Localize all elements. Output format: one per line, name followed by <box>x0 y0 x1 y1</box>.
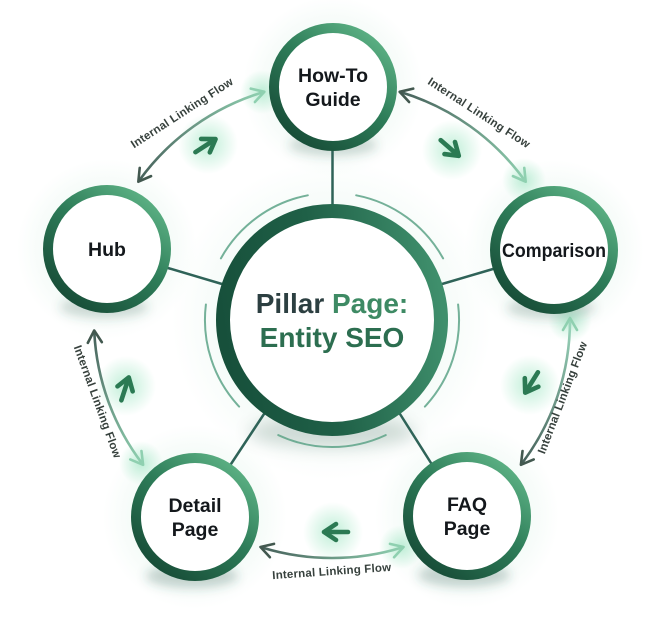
arc-hub-howto <box>137 87 266 184</box>
arc-faq-detail <box>259 542 405 560</box>
node-comparison: Comparison <box>490 186 618 314</box>
center-outer-ring-segments <box>203 194 461 449</box>
node-label: Page <box>444 518 491 540</box>
connector-lines <box>166 148 495 466</box>
arc-comparison-faq <box>519 316 579 467</box>
node-how-to-guide: How-To Guide <box>269 23 397 151</box>
node-label: Detail <box>168 495 221 517</box>
node-label: Hub <box>88 239 126 261</box>
node-label: FAQ <box>447 494 487 516</box>
flow-label-faq-detail: Internal Linking Flow <box>272 562 392 582</box>
center-subtitle: Entity SEO <box>260 322 405 353</box>
node-faq-page: FAQ Page <box>403 452 531 580</box>
node-detail-page: Detail Page <box>131 453 259 581</box>
node-label: Comparison <box>502 240 606 262</box>
node-label: Guide <box>305 89 360 111</box>
arc-howto-comparison <box>398 87 527 184</box>
node-pillar-page: Pillar Page: Entity SEO <box>216 204 448 436</box>
node-label: Page <box>172 519 219 541</box>
internal-linking-arcs <box>86 87 579 560</box>
node-label: How-To <box>298 65 368 87</box>
arc-detail-hub <box>86 329 145 467</box>
node-hub: Hub <box>43 185 171 313</box>
center-title: Pillar Page: <box>256 288 409 319</box>
